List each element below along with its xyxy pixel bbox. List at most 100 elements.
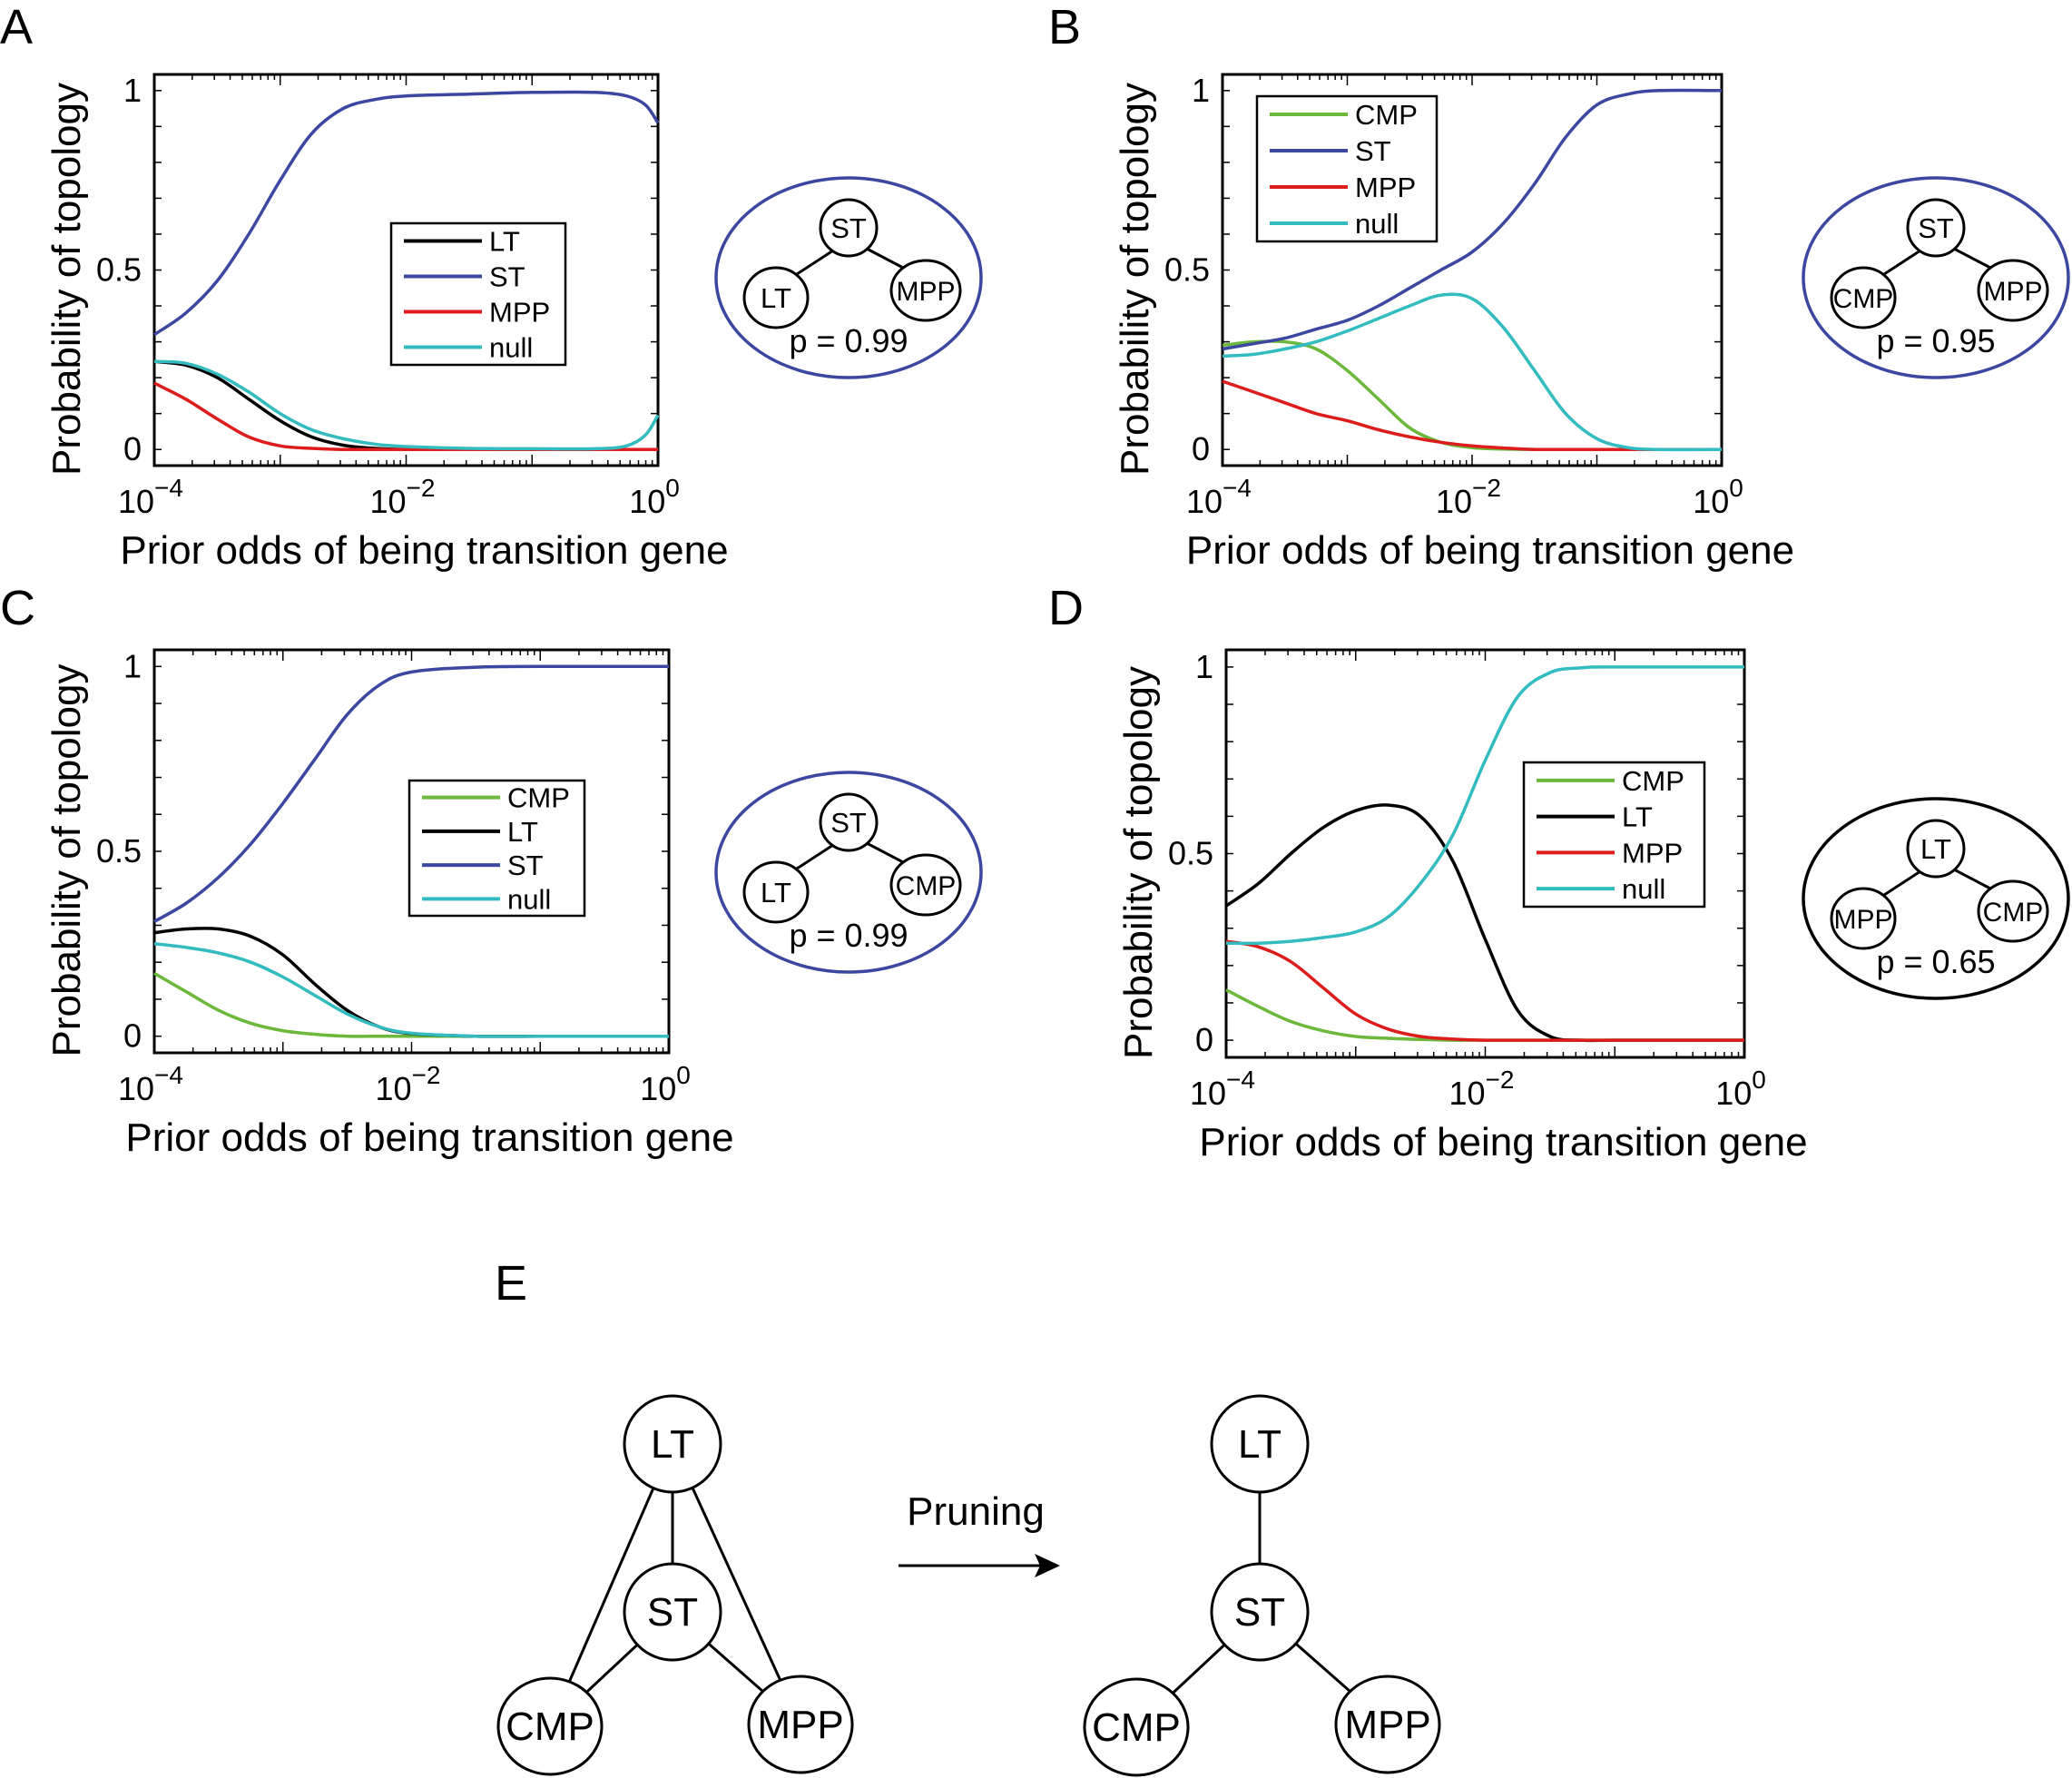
tree-node-label: MPP [1833,905,1892,935]
x-tick-label: 100 [629,474,680,520]
tree-node-MPP [747,1675,854,1774]
y-tick-label: 0 [123,430,142,467]
x-tick-base: 10 [1449,1075,1486,1112]
x-tick-exponent: 0 [1752,1066,1766,1094]
x-tick-base: 10 [1190,1075,1226,1112]
pruning-label: Pruning [907,1489,1045,1534]
tree-node-label: CMP [1983,898,2044,928]
panel-label-D: D [1048,581,1084,635]
x-axis-label: Prior odds of being transition gene [120,528,728,573]
tree-edge [548,1443,674,1727]
x-tick-exponent: 0 [665,474,680,502]
tree-node-MPP [1830,887,1897,950]
tree-node-label: ST [1234,1590,1285,1635]
y-axis-label: Probability of topology [1113,83,1157,476]
x-tick-label: 10−2 [376,1061,441,1107]
tree-node-LT [742,266,810,329]
x-tick-label: 10−4 [1190,1066,1255,1112]
tree-node-LT [1906,819,1966,879]
tree-node-label: ST [1918,212,1954,244]
tree-node-label: ST [830,212,867,244]
tree-edge [866,247,906,270]
y-tick-label: 0.5 [1168,835,1213,872]
x-tick-exponent: −4 [154,474,183,502]
y-tick-label: 0.5 [96,251,142,289]
tree-edge [793,249,834,278]
y-tick-label: 0.5 [1164,251,1210,289]
legend-label-CMP: CMP [507,782,570,814]
x-tick-exponent: −2 [407,474,436,502]
legend-label-MPP: MPP [1355,172,1416,203]
x-tick-base: 10 [1436,483,1472,520]
tree-node-label: MPP [757,1703,843,1747]
y-tick-label: 0.5 [96,832,142,869]
tree-edge [793,843,834,872]
tree-node-label: LT [1238,1422,1281,1467]
x-tick-exponent: −2 [1472,474,1501,502]
legend-label-MPP: MPP [1622,837,1683,869]
x-tick-exponent: 0 [1729,474,1743,502]
x-tick-exponent: −2 [412,1061,441,1089]
x-tick-exponent: 0 [676,1061,691,1089]
y-tick-label: 1 [123,72,142,109]
x-tick-label: 100 [1693,474,1743,520]
x-tick-base: 10 [376,1070,412,1107]
legend-label-MPP: MPP [489,297,550,329]
tree-node-CMP [496,1676,604,1776]
tree-node-label: CMP [506,1704,594,1749]
tree-node-ST [623,1562,722,1662]
panel-label-A: A [0,0,33,54]
legend-box [1522,761,1706,909]
x-tick-base: 10 [1715,1075,1752,1112]
tree-node-MPP [1977,259,2049,322]
series-line-null [153,942,669,1038]
tree-node-label: CMP [1092,1705,1181,1750]
legend-box [389,221,567,367]
x-tick-base: 10 [1693,483,1729,520]
tree-node-ST [1210,1562,1310,1662]
x-tick-base: 10 [118,1070,154,1107]
tree-edge [866,841,906,865]
tree-node-ST [819,198,879,258]
series-line-ST [153,90,660,337]
tree-edge [1881,869,1921,899]
tree-node-CMP [1830,266,1897,329]
inset-probability: p = 0.95 [1876,322,1995,359]
panel-label-B: B [1048,0,1081,54]
legend-label-LT: LT [1622,801,1653,833]
x-tick-label: 10−4 [118,474,183,520]
tree-edge [1881,249,1921,278]
legend-label-ST: ST [489,261,525,293]
tree-node-LT [623,1394,722,1494]
legend-label-LT: LT [507,816,538,848]
tree-node-LT [742,860,810,924]
x-tick-base: 10 [118,483,154,520]
y-tick-label: 1 [123,647,142,684]
legend-label-LT: LT [489,226,520,258]
panel-label-E: E [495,1256,527,1311]
tree-node-CMP [1977,879,2049,943]
y-tick-label: 0 [123,1017,142,1055]
legend-box [1255,94,1439,243]
tree-node-label: MPP [896,277,955,307]
tree-node-label: LT [651,1422,694,1467]
legend-box [408,779,586,918]
x-axis-label: Prior odds of being transition gene [1186,528,1794,573]
tree-node-label: LT [761,282,791,314]
x-tick-exponent: −2 [1486,1066,1515,1094]
legend-label-ST: ST [1355,135,1391,167]
panel-label-C: C [0,581,35,635]
x-tick-label: 10−2 [1436,474,1501,520]
